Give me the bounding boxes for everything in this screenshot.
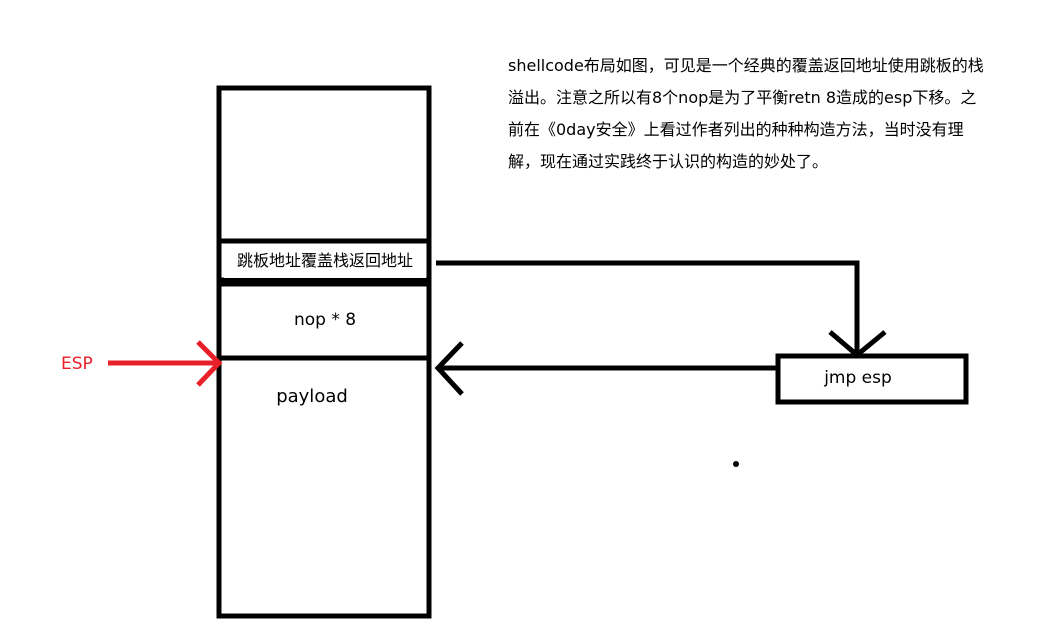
payload-label: payload xyxy=(276,386,348,407)
stack-frame xyxy=(216,85,432,619)
esp-arrow-head xyxy=(196,340,223,387)
arrow-ret-to-jmp-head xyxy=(828,330,887,359)
description-text: shellcode布局如图，可见是一个经典的覆盖返回地址使用跳板的栈溢出。注意之… xyxy=(508,56,984,171)
stray-dot xyxy=(733,461,739,467)
return-address-label: 跳板地址覆盖栈返回地址 xyxy=(224,244,426,278)
arrow-ret-to-jmp xyxy=(436,260,860,355)
esp-label: ESP xyxy=(61,354,93,374)
arrow-jmp-to-stack-head xyxy=(434,341,464,396)
jmp-esp-box xyxy=(775,353,969,405)
jmp-esp-label: jmp esp xyxy=(824,368,892,388)
nop-sled-label: nop * 8 xyxy=(293,310,357,330)
